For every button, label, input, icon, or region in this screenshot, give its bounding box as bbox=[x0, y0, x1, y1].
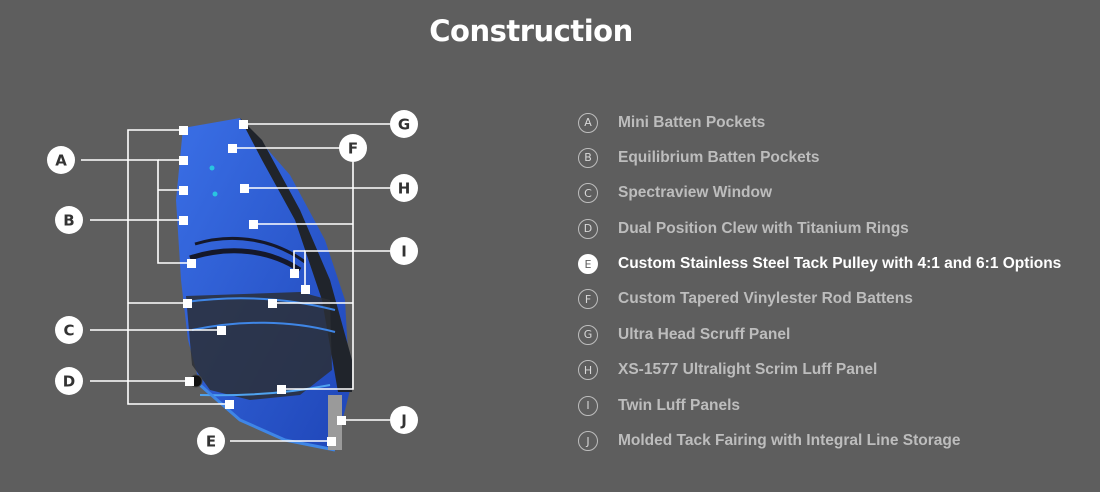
feature-item-g[interactable]: G Ultra Head Scruff Panel bbox=[578, 322, 1088, 347]
point-f4 bbox=[277, 385, 286, 394]
mini-batten-dot-1 bbox=[209, 165, 215, 171]
sail-foot bbox=[199, 383, 336, 452]
diagram-label-a-text: A bbox=[55, 152, 67, 170]
feature-label: Ultra Head Scruff Panel bbox=[618, 325, 791, 343]
diagram-label-c-text: C bbox=[63, 322, 74, 340]
diagram-label-d[interactable]: D bbox=[55, 367, 83, 395]
point-f2 bbox=[249, 220, 258, 229]
feature-item-h[interactable]: H XS-1577 Ultralight Scrim Luff Panel bbox=[578, 358, 1088, 383]
feature-letter-badge: G bbox=[578, 324, 598, 345]
diagram-label-j[interactable]: J bbox=[390, 406, 418, 434]
feature-item-a[interactable]: A Mini Batten Pockets bbox=[578, 110, 1088, 135]
feature-label: Mini Batten Pockets bbox=[618, 113, 766, 131]
mast-base bbox=[328, 395, 342, 450]
diagram-label-e[interactable]: E bbox=[197, 427, 225, 455]
diagram-label-h[interactable]: H bbox=[390, 174, 418, 202]
feature-letter-badge: C bbox=[578, 183, 598, 204]
point-c bbox=[217, 326, 226, 335]
point-h bbox=[240, 184, 249, 193]
point-a4 bbox=[187, 259, 196, 268]
point-i2 bbox=[301, 285, 310, 294]
feature-label: Dual Position Clew with Titanium Rings bbox=[618, 219, 909, 237]
diagram-label-b-text: B bbox=[63, 212, 74, 230]
feature-item-j[interactable]: J Molded Tack Fairing with Integral Line… bbox=[578, 429, 1088, 454]
point-j bbox=[337, 416, 346, 425]
diagram-label-c[interactable]: C bbox=[55, 316, 83, 344]
sail-construction-diagram: A B C D E F G H I J bbox=[47, 110, 418, 455]
feature-label: Custom Tapered Vinylester Rod Battens bbox=[618, 290, 913, 308]
feature-letter-badge: H bbox=[578, 360, 598, 381]
feature-item-d[interactable]: D Dual Position Clew with Titanium Rings bbox=[578, 216, 1088, 241]
diagram-label-g-text: G bbox=[398, 116, 410, 134]
point-b3 bbox=[225, 400, 234, 409]
leader-points bbox=[179, 120, 346, 446]
feature-item-c[interactable]: C Spectraview Window bbox=[578, 181, 1088, 206]
spectraview-window bbox=[186, 292, 332, 400]
feature-item-b[interactable]: B Equilibrium Batten Pockets bbox=[578, 145, 1088, 170]
point-b1 bbox=[179, 216, 188, 225]
point-a1 bbox=[179, 126, 188, 135]
feature-label: Equilibrium Batten Pockets bbox=[618, 148, 820, 166]
feature-letter-badge: F bbox=[578, 289, 598, 310]
point-b2 bbox=[183, 299, 192, 308]
point-f1 bbox=[228, 144, 237, 153]
point-i1 bbox=[290, 269, 299, 278]
point-f3 bbox=[268, 299, 277, 308]
diagram-label-e-text: E bbox=[206, 433, 216, 451]
feature-label: Spectraview Window bbox=[618, 184, 773, 202]
feature-letter-badge: D bbox=[578, 218, 598, 239]
batten-4 bbox=[191, 321, 336, 333]
feature-letter-badge: B bbox=[578, 147, 598, 168]
feature-letter-badge: A bbox=[578, 112, 598, 133]
feature-letter-badge: E bbox=[578, 254, 598, 275]
batten-2 bbox=[194, 237, 306, 264]
feature-label: Custom Stainless Steel Tack Pulley with … bbox=[618, 255, 1062, 273]
diagram-label-h-text: H bbox=[398, 180, 411, 198]
diagram-label-j-text: J bbox=[400, 412, 407, 430]
point-g bbox=[239, 120, 248, 129]
sail-luff-dark bbox=[240, 118, 352, 392]
diagram-label-b[interactable]: B bbox=[55, 206, 83, 234]
diagram-label-a[interactable]: A bbox=[47, 146, 75, 174]
diagram-label-f[interactable]: F bbox=[339, 134, 367, 162]
diagram-label-f-text: F bbox=[348, 140, 358, 158]
feature-letter-badge: J bbox=[578, 431, 598, 452]
feature-label: XS-1577 Ultralight Scrim Luff Panel bbox=[618, 361, 878, 379]
diagram-label-g[interactable]: G bbox=[390, 110, 418, 138]
point-e bbox=[327, 437, 336, 446]
feature-item-e[interactable]: E Custom Stainless Steel Tack Pulley wit… bbox=[578, 252, 1088, 277]
feature-label: Molded Tack Fairing with Integral Line S… bbox=[618, 432, 961, 450]
leader-lines bbox=[81, 123, 390, 442]
diagram-label-i[interactable]: I bbox=[390, 237, 418, 265]
diagram-label-i-text: I bbox=[401, 243, 407, 261]
batten-3 bbox=[185, 297, 336, 311]
feature-item-i[interactable]: I Twin Luff Panels bbox=[578, 393, 1088, 418]
feature-list: A Mini Batten Pockets B Equilibrium Batt… bbox=[578, 110, 1088, 464]
page-title: Construction bbox=[429, 14, 633, 48]
diagram-label-d-text: D bbox=[63, 373, 75, 391]
point-a2 bbox=[179, 156, 188, 165]
feature-letter-badge: I bbox=[578, 395, 598, 416]
point-d bbox=[185, 377, 194, 386]
feature-label: Twin Luff Panels bbox=[618, 396, 740, 414]
mini-batten-dot-2 bbox=[212, 191, 218, 197]
sail-illustration bbox=[176, 118, 352, 452]
batten-1 bbox=[189, 248, 302, 273]
feature-item-f[interactable]: F Custom Tapered Vinylester Rod Battens bbox=[578, 287, 1088, 312]
point-a3 bbox=[179, 186, 188, 195]
